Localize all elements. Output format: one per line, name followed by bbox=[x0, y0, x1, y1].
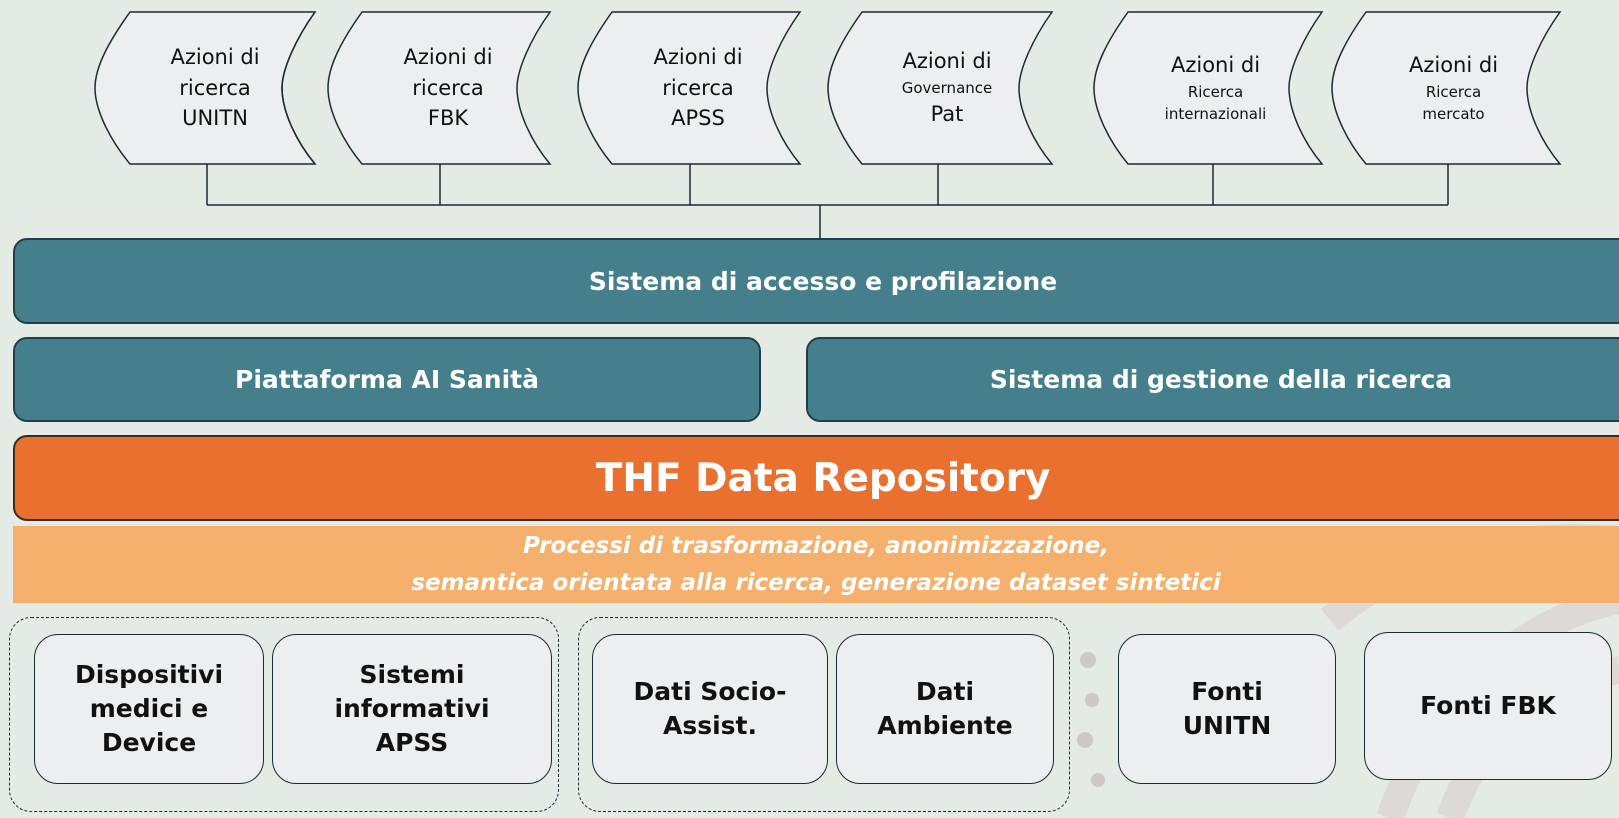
processing-line-1: Processi di trasformazione, anonimizzazi… bbox=[522, 532, 1109, 559]
research-action-internazionali: Azioni di Ricerca internazionali bbox=[1164, 53, 1267, 124]
research-management-layer: Sistema di gestione della ricerca bbox=[806, 337, 1619, 422]
processing-layer: Processi di trasformazione, anonimizzazi… bbox=[13, 526, 1619, 603]
scroll-shape bbox=[327, 11, 552, 165]
source-sistemi-informativi: Sistemi informativi APSS bbox=[272, 634, 552, 784]
scroll-shape bbox=[827, 11, 1054, 165]
scroll-shape bbox=[577, 11, 802, 165]
connector-line bbox=[206, 164, 1449, 238]
apss-sources-group bbox=[9, 617, 559, 812]
source-socio-assist: Dati Socio- Assist. bbox=[592, 634, 828, 784]
research-action-mercato: Azioni di Ricerca mercato bbox=[1408, 53, 1499, 124]
scroll-shape bbox=[1093, 11, 1324, 165]
data-repository-layer: THF Data Repository bbox=[13, 435, 1619, 521]
source-fbk: Fonti FBK bbox=[1364, 632, 1612, 780]
source-ambiente: Dati Ambiente bbox=[836, 634, 1054, 784]
access-profiling-layer: Sistema di accesso e profilazione bbox=[13, 238, 1619, 324]
access-profiling-label: Sistema di accesso e profilazione bbox=[588, 266, 1058, 296]
social-environment-sources-group bbox=[578, 617, 1070, 812]
research-actions-diagram bbox=[94, 11, 1562, 238]
ai-platform-label: Piattaforma AI Sanità bbox=[235, 365, 539, 394]
processing-line-2: semantica orientata alla ricerca, genera… bbox=[411, 569, 1221, 596]
source-dispositivi: Dispositivi medici e Device bbox=[34, 634, 264, 784]
source-unitn: Fonti UNITN bbox=[1118, 634, 1336, 784]
research-action-governance: Azioni di Governance Pat bbox=[901, 49, 993, 127]
data-repository-label: THF Data Repository bbox=[595, 455, 1051, 501]
research-action-fbk: Azioni di ricerca FBK bbox=[403, 45, 493, 131]
research-action-apss: Azioni di ricerca APSS bbox=[653, 45, 743, 131]
research-management-label: Sistema di gestione della ricerca bbox=[989, 365, 1453, 394]
research-action-unitn: Azioni di ricerca UNITN bbox=[170, 45, 260, 131]
scroll-shape bbox=[1331, 11, 1562, 165]
ai-platform-layer: Piattaforma AI Sanità bbox=[13, 337, 761, 422]
